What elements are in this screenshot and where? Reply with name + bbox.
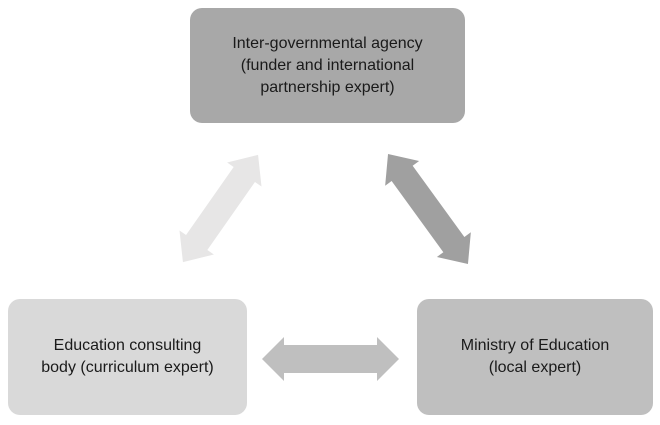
node-ministry-of-education: Ministry of Education (local expert) — [417, 299, 653, 415]
node-inter-governmental-agency: Inter-governmental agency (funder and in… — [190, 8, 465, 123]
double-arrow-top-to-bottom-left-icon — [179, 154, 262, 263]
node-label-line: Education consulting — [53, 337, 202, 354]
double-arrow-top-to-bottom-right-icon — [385, 153, 471, 265]
node-label-line: (funder and international — [240, 56, 415, 74]
double-arrow-bottom-left-to-bottom-right-icon — [262, 337, 399, 381]
node-label-line: (local expert) — [488, 359, 582, 376]
node-label-line: partnership expert) — [260, 78, 395, 96]
node-education-consulting-body: Education consulting body (curriculum ex… — [8, 299, 247, 415]
node-label-line: Inter-governmental agency — [232, 34, 423, 52]
node-label-line: Ministry of Education — [460, 337, 610, 354]
node-label-line: body (curriculum expert) — [41, 359, 214, 376]
